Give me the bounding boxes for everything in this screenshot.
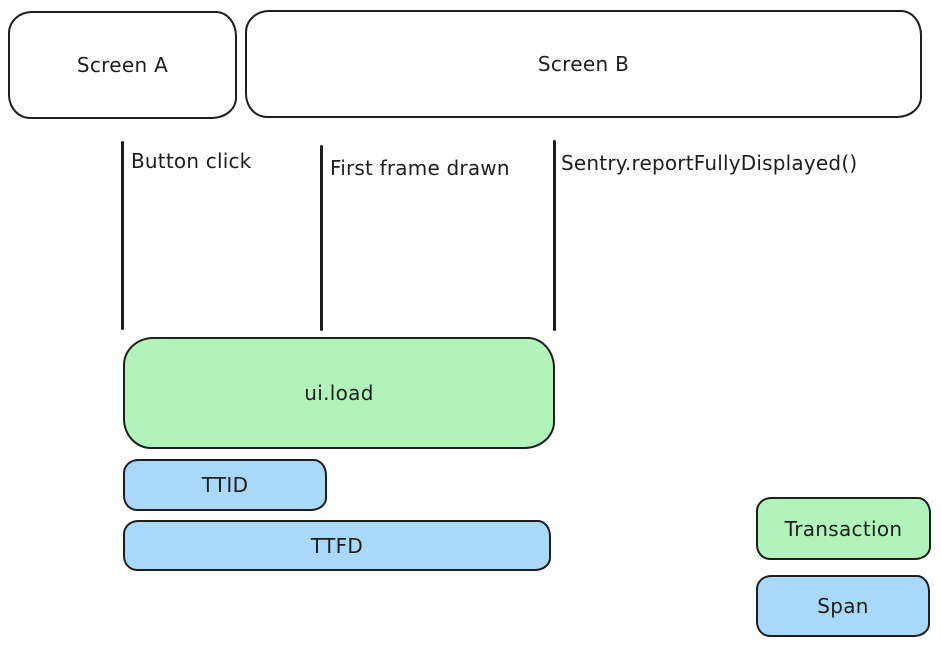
ttfd-label: TTFD: [310, 533, 364, 558]
legend-transaction-box: Transaction: [756, 497, 931, 560]
legend-span-label: Span: [817, 594, 869, 618]
screen-b-box: Screen B: [245, 10, 922, 118]
marker-label-first-frame-drawn: First frame drawn: [330, 156, 510, 180]
legend-span-box: Span: [756, 575, 930, 637]
screen-a-label: Screen A: [76, 53, 169, 77]
marker-line-report-fully-displayed: [553, 140, 556, 331]
marker-label-report-fully-displayed: Sentry.reportFullyDisplayed(): [561, 151, 858, 175]
ttfd-span-bar: TTFD: [123, 520, 551, 571]
legend-transaction-label: Transaction: [784, 516, 903, 541]
marker-label-button-click: Button click: [131, 149, 252, 173]
ui-load-transaction-bar: ui.load: [123, 337, 555, 449]
ttid-label: TTID: [201, 473, 249, 497]
ttid-span-bar: TTID: [123, 459, 327, 511]
marker-line-button-click: [121, 141, 124, 330]
screen-a-box: Screen A: [8, 11, 237, 119]
marker-line-first-frame-drawn: [320, 145, 323, 331]
ui-load-label: ui.load: [304, 381, 374, 405]
screen-b-label: Screen B: [537, 52, 630, 76]
